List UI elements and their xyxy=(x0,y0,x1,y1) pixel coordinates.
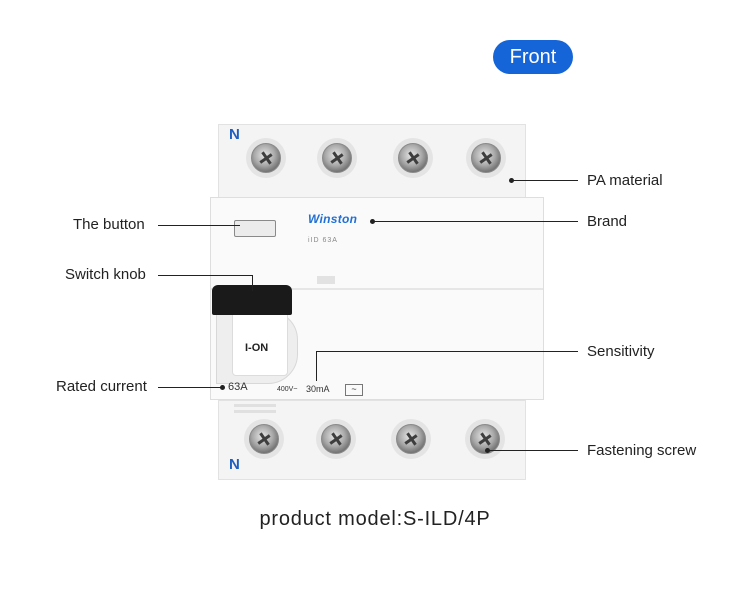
rating-voltage-text: 400V~ xyxy=(277,386,298,393)
callout-line xyxy=(252,275,253,291)
rating-current-text: 63A xyxy=(228,381,248,393)
model-text: iID 63A xyxy=(308,237,338,244)
callout-line xyxy=(316,351,317,381)
callout-line xyxy=(488,450,578,451)
label-stripe xyxy=(234,410,276,413)
callout-pa-material: PA material xyxy=(587,172,663,189)
callout-line xyxy=(158,387,222,388)
terminal-screw-top-3 xyxy=(398,143,428,173)
switch-on-label: I-ON xyxy=(245,342,269,354)
callout-sensitivity: Sensitivity xyxy=(587,343,655,360)
product-model-caption: product model:S-ILD/4P xyxy=(259,508,491,530)
brand-logo: Winston xyxy=(308,212,358,226)
front-badge: Front xyxy=(493,40,573,74)
callout-line xyxy=(373,221,578,222)
terminal-screw-bottom-2 xyxy=(321,424,351,454)
callout-dot xyxy=(370,219,375,224)
test-button[interactable] xyxy=(234,220,276,237)
rating-sensitivity-text: 30mA xyxy=(306,384,330,394)
callout-dot xyxy=(509,178,514,183)
callout-dot xyxy=(220,385,225,390)
callout-line xyxy=(158,275,253,276)
callout-line xyxy=(158,225,240,226)
ac-symbol: ~ xyxy=(345,384,363,396)
terminal-screw-bottom-1 xyxy=(249,424,279,454)
callout-brand: Brand xyxy=(587,213,628,230)
callout-line xyxy=(316,351,578,352)
terminal-screw-bottom-3 xyxy=(396,424,426,454)
callout-fastening-screw: Fastening screw xyxy=(587,442,697,459)
vent-slot xyxy=(317,276,335,284)
body-divider xyxy=(211,288,543,290)
label-stripe xyxy=(234,404,276,407)
terminal-screw-top-2 xyxy=(322,143,352,173)
terminal-n-bottom: N xyxy=(229,456,240,473)
callout-dot xyxy=(485,448,490,453)
callout-switch-knob: Switch knob xyxy=(65,266,146,283)
knob-lever xyxy=(232,310,288,376)
terminal-screw-top-1 xyxy=(251,143,281,173)
callout-line xyxy=(512,180,578,181)
callout-the-button: The button xyxy=(73,216,145,233)
callout-rated-current: Rated current xyxy=(56,378,147,395)
terminal-screw-top-4 xyxy=(471,143,501,173)
terminal-n-top: N xyxy=(229,126,240,143)
